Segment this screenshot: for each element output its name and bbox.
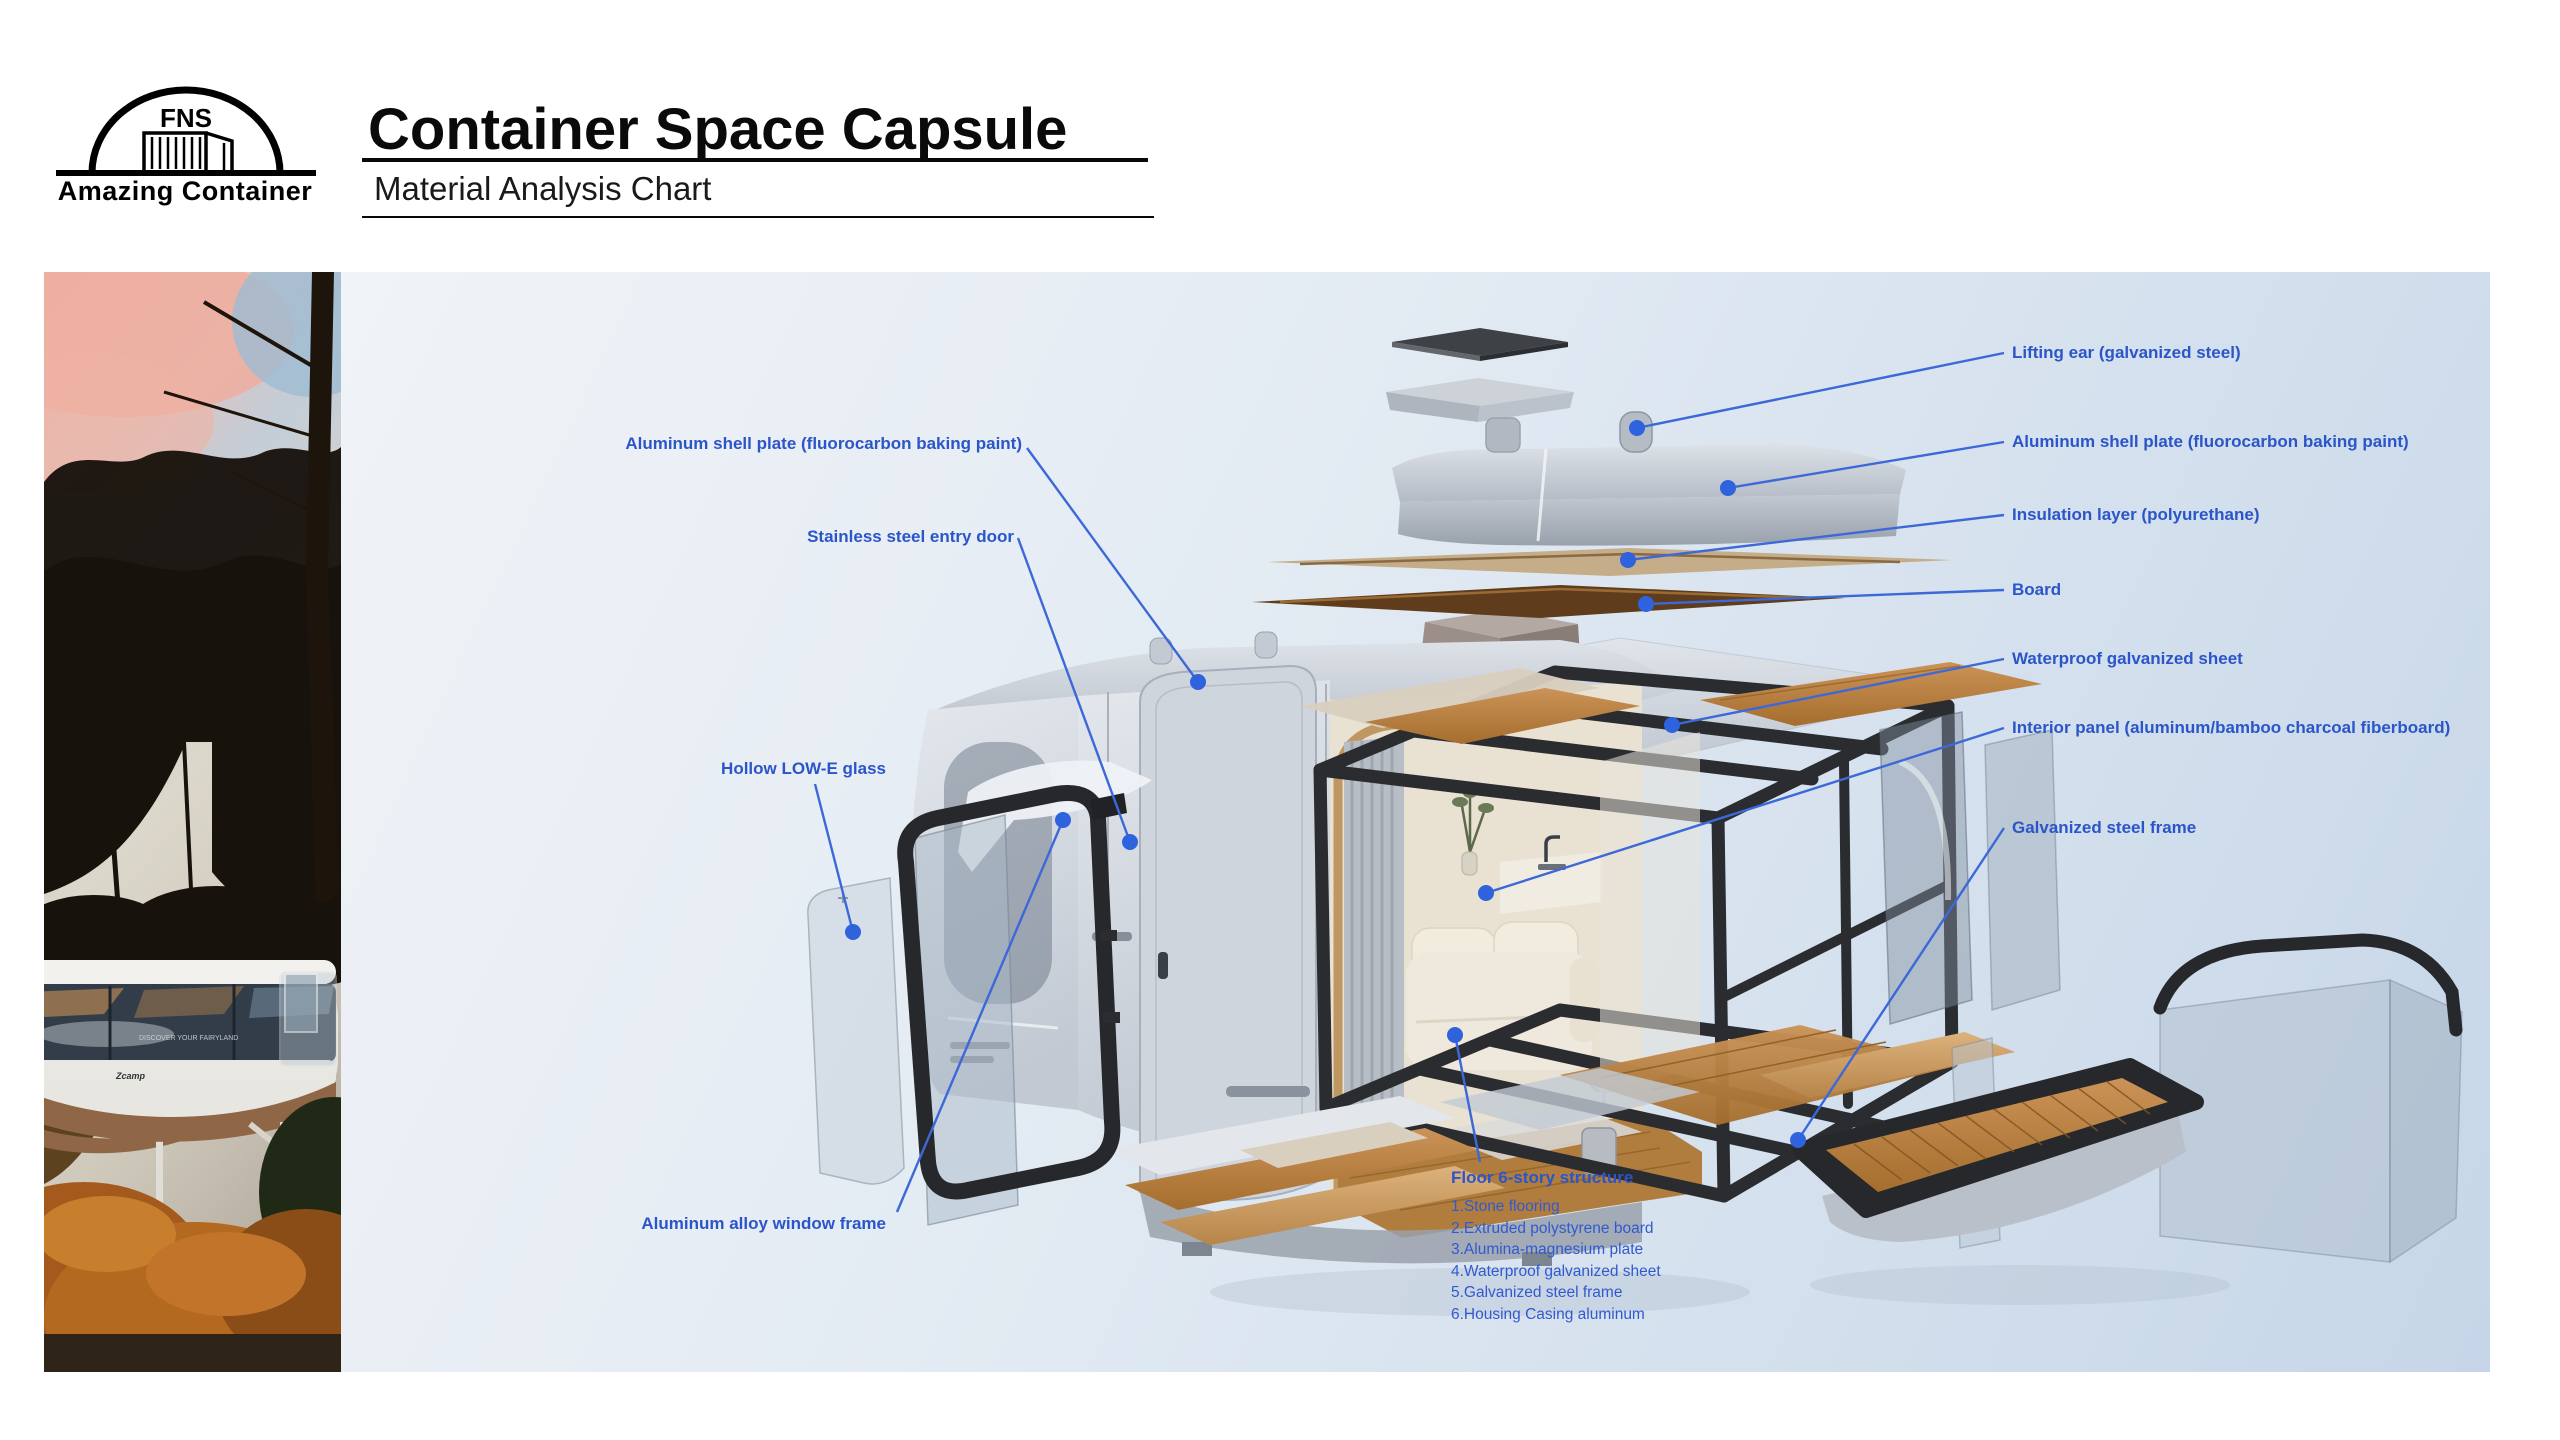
page-subtitle: Material Analysis Chart	[374, 170, 712, 207]
label-shell-left: Aluminum shell plate (fluorocarbon bakin…	[625, 434, 1022, 453]
label-shell-right: Aluminum shell plate (fluorocarbon bakin…	[2012, 432, 2409, 451]
label-board: Board	[2012, 580, 2062, 599]
floor-structure-item: 2.Extruded polystyrene board	[1451, 1219, 1654, 1237]
label-entry-door: Stainless steel entry door	[807, 527, 1014, 546]
floor-structure-item: 6.Housing Casing aluminum	[1451, 1305, 1645, 1323]
logo-acronym: FNS	[160, 103, 212, 133]
logo-dome-icon: FNS	[56, 86, 316, 176]
support-pole-thin	[156, 1072, 163, 1232]
subtitle-underline	[362, 216, 1154, 218]
tree-silhouettes	[44, 272, 341, 986]
autumn-foliage	[44, 1097, 341, 1372]
label-lifting-ear: Lifting ear (galvanized steel)	[2012, 343, 2241, 362]
label-window-frame: Aluminum alloy window frame	[641, 1214, 886, 1233]
logo-container-icon	[142, 131, 234, 175]
label-low-e-glass: Hollow LOW-E glass	[721, 759, 886, 778]
floor-structure-list: Floor 6-story structure 1.Stone flooring…	[1451, 1168, 1661, 1325]
floor-structure-item: 5.Galvanized steel frame	[1451, 1284, 1623, 1301]
label-interior-panel: Interior panel (aluminum/bamboo charcoal…	[2012, 718, 2451, 737]
capsule-slogan-text: DISCOVER YOUR FAIRYLAND	[139, 1035, 238, 1042]
capsule-brand-text: Zcamp	[115, 1071, 146, 1081]
label-waterproof: Waterproof galvanized sheet	[2012, 649, 2243, 668]
floor-structure-item: 4.Waterproof galvanized sheet	[1451, 1262, 1661, 1280]
page-title: Container Space Capsule	[368, 97, 1068, 162]
photo-scene: Zcamp DISCOVER YOUR FAIRYLAND Zcamp	[44, 272, 341, 1372]
floor-structure-title: Floor 6-story structure	[1451, 1168, 1634, 1187]
title-underline	[362, 158, 1148, 162]
logo-tagline: Amazing Container	[57, 176, 313, 206]
capsule-photo: Zcamp DISCOVER YOUR FAIRYLAND Zcamp	[44, 272, 341, 1372]
label-insulation: Insulation layer (polyurethane)	[2012, 505, 2260, 524]
company-logo: FNS	[56, 86, 316, 176]
floor-structure-item: 3.Alumina-magnesium plate	[1451, 1241, 1644, 1258]
floor-structure-item: 1.Stone flooring	[1451, 1198, 1560, 1215]
label-steel-frame: Galvanized steel frame	[2012, 818, 2197, 837]
photo-capsule-main: DISCOVER YOUR FAIRYLAND Zcamp	[44, 960, 338, 1142]
